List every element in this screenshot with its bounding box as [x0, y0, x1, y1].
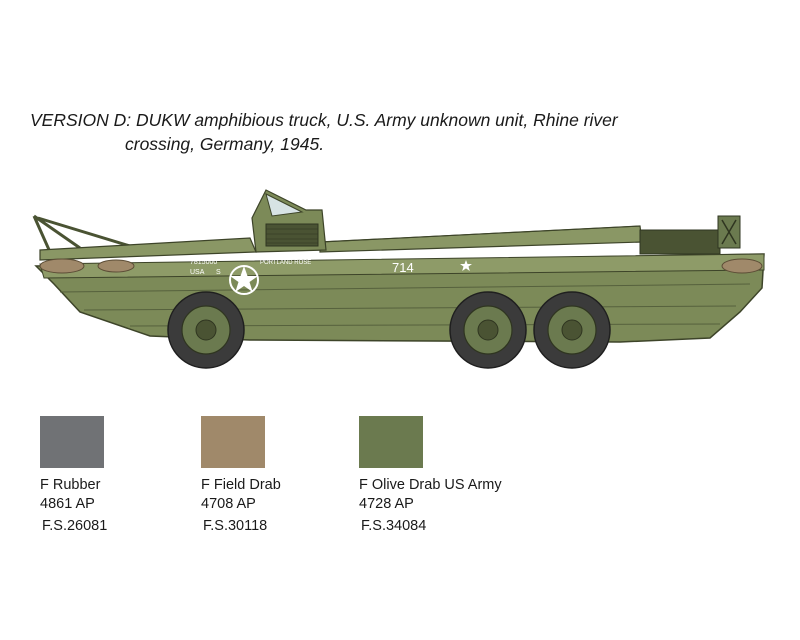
cab-grille: [265, 223, 319, 247]
bow-a-frame: [32, 214, 131, 253]
bow-fender: [39, 258, 85, 274]
star-large: [230, 266, 258, 292]
swatch-code: 4728 AP: [359, 496, 414, 512]
swatch-fs-code: F.S.26081: [42, 518, 108, 534]
windshield-glass: [265, 193, 304, 217]
swatch-olive-drab: F Olive Drab US Army 4728 AP F.S.34084: [359, 416, 502, 536]
marking-name: PORTLAND ROSE: [260, 260, 311, 266]
version-caption: VERSION D: DUKW amphibious truck, U.S. A…: [30, 108, 730, 156]
swatch-fs-code: F.S.34084: [361, 518, 427, 534]
swatch-name: F Field Drab: [201, 477, 281, 493]
stern-fender: [721, 258, 763, 274]
hull-rubbing-strake: [39, 253, 765, 279]
marking-number: 714: [392, 260, 414, 275]
color-swatch: [201, 416, 265, 468]
rear-deck: [319, 225, 643, 253]
swatch-fs-code: F.S.30118: [203, 518, 268, 534]
wheel-front: [167, 291, 245, 369]
marking-serial: 7815000: [190, 259, 217, 266]
caption-line-1: VERSION D: DUKW amphibious truck, U.S. A…: [30, 110, 618, 130]
jerrycan-rack: [639, 229, 721, 255]
swatch-rubber: F Rubber 4861 AP F.S.26081: [40, 416, 107, 536]
swatch-field-drab: F Field Drab 4708 AP F.S.30118: [201, 416, 281, 536]
bow-fender-2: [97, 259, 135, 273]
bow-deck: [39, 237, 257, 261]
color-swatch: [359, 416, 423, 468]
caption-line-2: crossing, Germany, 1945.: [125, 134, 325, 154]
marking-usa: USA: [190, 269, 205, 276]
star-small: [460, 260, 472, 271]
swatch-name: F Rubber: [40, 477, 101, 493]
marking-letter: S: [216, 269, 221, 276]
color-swatch: [40, 416, 104, 468]
wheel-rear: [533, 291, 611, 369]
swatch-name: F Olive Drab US Army: [359, 477, 502, 493]
wheel-middle: [449, 291, 527, 369]
swatch-code: 4861 AP: [40, 496, 95, 512]
swatch-code: 4708 AP: [201, 496, 256, 512]
cargo-rail: [319, 225, 641, 243]
dukw-side-profile: 7815000 USA S PORTLAND ROSE 714: [32, 189, 765, 369]
